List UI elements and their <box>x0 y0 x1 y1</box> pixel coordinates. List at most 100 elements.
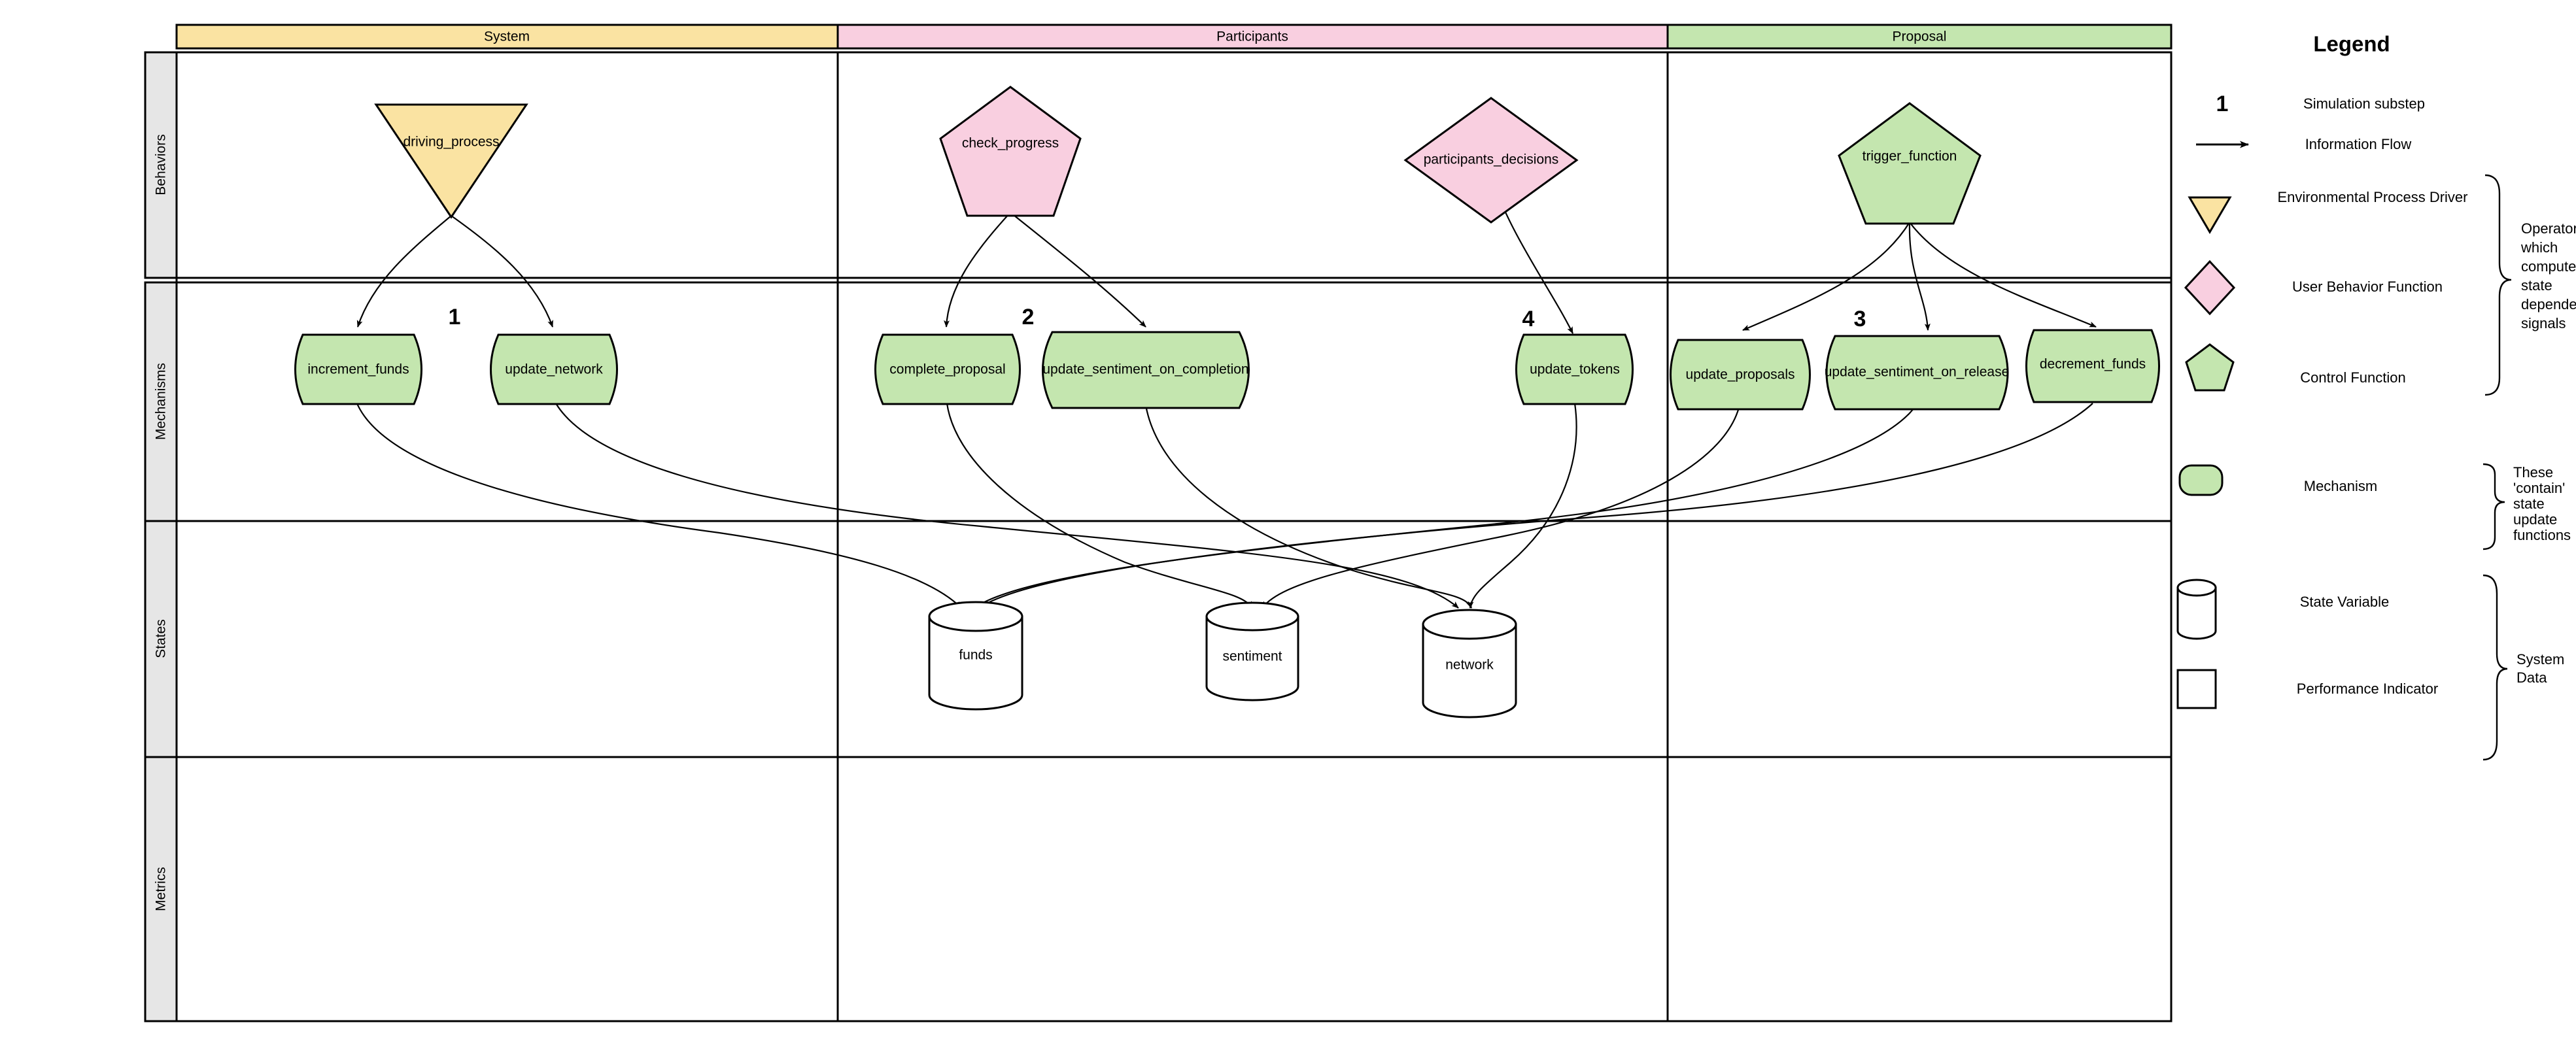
node-increment_funds[interactable]: increment_funds <box>294 333 422 405</box>
edge-decrement_funds-funds <box>978 403 2093 609</box>
note-line: These <box>2513 464 2553 481</box>
legend-label-environmental-process-driver: Environmental Process Driver <box>2278 189 2468 205</box>
mechanism-shape <box>490 333 618 405</box>
brace-mechanism: These 'contain' state update functions <box>2482 463 2571 550</box>
substep-number-3: 3 <box>1854 307 1866 331</box>
triangle-down-icon <box>374 103 528 219</box>
rounded-rect-icon <box>2178 464 2224 496</box>
node-decrement_funds[interactable]: decrement_funds <box>2025 329 2160 403</box>
edge-trigger_function-decrement_funds <box>1909 222 2097 328</box>
legend-item-performance-indicator: Performance Indicator <box>2176 669 2438 709</box>
svg-text:trigger_function: trigger_function <box>1863 149 1957 164</box>
edge-check_progress-update_sentiment_on_completion <box>1010 212 1146 328</box>
note-line: state <box>2513 496 2545 512</box>
legend-item-user-behavior-function: User Behavior Function <box>2184 260 2443 316</box>
edge-trigger_function-update_sentiment_on_release <box>1908 222 1931 331</box>
cylinder-top <box>1422 609 1517 640</box>
note-line: signals <box>2521 315 2566 331</box>
pentagon-icon <box>2185 343 2235 392</box>
mechanism-shape <box>1042 331 1250 409</box>
svg-text:update_proposals: update_proposals <box>1686 367 1795 382</box>
note-line: which <box>2520 239 2558 256</box>
node-driving_process[interactable]: driving_process <box>374 103 528 219</box>
node-update_sentiment_on_completion[interactable]: update_sentiment_on_completion <box>1042 331 1250 409</box>
row-label-metrics: Metrics <box>154 867 169 911</box>
svg-text:update_sentiment_on_release: update_sentiment_on_release <box>1825 365 2010 380</box>
svg-text:update_sentiment_on_completion: update_sentiment_on_completion <box>1042 362 1248 377</box>
column-header-band-proposal <box>1666 24 2172 50</box>
legend-item-control-function: Control Function <box>2185 343 2406 392</box>
row-label-mechanisms: Mechanisms <box>154 363 169 440</box>
brace-note-operators: Operators which compute state dependent … <box>2520 220 2576 331</box>
brace-note-mechanism: These 'contain' state update functions <box>2513 464 2571 543</box>
brace-system-data: System Data <box>2482 574 2564 761</box>
substep-number-1: 1 <box>449 305 461 329</box>
svg-text:update_network: update_network <box>505 362 603 377</box>
svg-text:driving_process: driving_process <box>403 135 499 150</box>
node-update_network[interactable]: update_network <box>490 333 618 405</box>
edge-update_proposals-sentiment <box>1262 405 1741 609</box>
triangle-down-icon <box>2188 196 2232 234</box>
svg-text:funds: funds <box>959 648 992 663</box>
legend-label-control-function: Control Function <box>2300 369 2405 386</box>
mechanism-shape <box>874 333 1021 405</box>
node-network[interactable]: network <box>1422 609 1517 718</box>
legend-label-substep: Simulation substep <box>2303 95 2425 112</box>
note-line: functions <box>2513 527 2571 543</box>
cylinder-body <box>1422 623 1517 718</box>
row-gutter-metrics <box>144 756 178 1022</box>
node-update_sentiment_on_release[interactable]: update_sentiment_on_release <box>1825 335 2010 411</box>
cylinder-body <box>928 615 1023 711</box>
grid-frame <box>175 51 2172 1022</box>
legend-title: Legend <box>2313 32 2390 56</box>
svg-text:check_progress: check_progress <box>962 136 1059 151</box>
cylinder-body <box>1205 615 1299 701</box>
legend-item-mechanism: Mechanism <box>2178 464 2377 496</box>
node-participants_decisions[interactable]: participants_decisions <box>1403 97 1579 224</box>
node-check_progress[interactable]: check_progress <box>939 86 1082 217</box>
row-label-behaviors: Behaviors <box>154 134 169 195</box>
svg-text:network: network <box>1445 658 1494 673</box>
column-header-participants: Participants <box>1216 29 1288 44</box>
node-update_proposals[interactable]: update_proposals <box>1670 339 1811 411</box>
node-sentiment[interactable]: sentiment <box>1205 601 1299 701</box>
svg-text:sentiment: sentiment <box>1222 649 1282 664</box>
edge-trigger_function-update_proposals <box>1742 222 1910 331</box>
rect-icon <box>2176 669 2217 709</box>
svg-text:participants_decisions: participants_decisions <box>1424 152 1559 167</box>
legend-item-state-variable: State Variable <box>2176 579 2389 640</box>
legend-item-information-flow: Information Flow <box>2196 136 2411 152</box>
mechanism-shape <box>2025 329 2160 403</box>
svg-text:decrement_funds: decrement_funds <box>2040 357 2146 372</box>
pentagon-icon <box>1838 102 1982 225</box>
legend-label-mechanism: Mechanism <box>2304 478 2377 494</box>
diamond-icon <box>1403 97 1579 224</box>
note-line: state <box>2521 277 2552 294</box>
svg-text:increment_funds: increment_funds <box>307 362 409 377</box>
node-funds[interactable]: funds <box>928 601 1023 711</box>
legend-label-user-behavior-function: User Behavior Function <box>2292 278 2443 295</box>
mechanism-shape <box>294 333 422 405</box>
column-header-proposal: Proposal <box>1893 29 1947 44</box>
node-update_tokens[interactable]: update_tokens <box>1515 333 1634 405</box>
cylinder-top <box>928 601 1023 632</box>
legend-item-environmental-process-driver: Environmental Process Driver <box>2188 189 2468 234</box>
note-line: update <box>2513 511 2557 528</box>
pentagon-icon <box>939 86 1082 217</box>
brace-note-system-data: System Data <box>2516 651 2564 686</box>
node-complete_proposal[interactable]: complete_proposal <box>874 333 1021 405</box>
mechanism-shape <box>1670 339 1811 411</box>
column-header-band-participants <box>836 24 1669 50</box>
note-line: System <box>2516 651 2564 667</box>
svg-text:update_tokens: update_tokens <box>1530 362 1620 377</box>
cylinder-top <box>1205 601 1299 632</box>
row-gutter-mechanisms <box>144 281 178 522</box>
node-trigger_function[interactable]: trigger_function <box>1838 102 1982 225</box>
substep-number-4: 4 <box>1522 307 1535 331</box>
substep-number-2: 2 <box>1022 305 1035 329</box>
edge-update_sentiment_on_completion-network <box>1144 405 1473 609</box>
diamond-icon <box>2184 260 2236 316</box>
